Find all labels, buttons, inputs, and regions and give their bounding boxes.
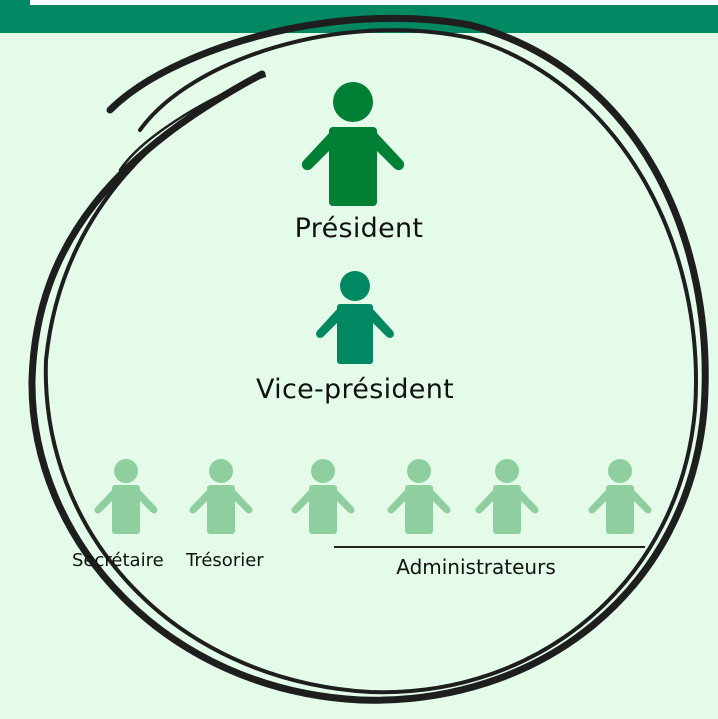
header-bar-highlight (30, 0, 718, 5)
vice-president-person-icon (316, 271, 394, 364)
administrator-person-icon (475, 459, 539, 534)
administrator-person-icon (291, 459, 355, 534)
treasurer-label: Trésorier (186, 550, 264, 571)
president-person-icon (301, 82, 405, 206)
secretary-label: Secrétaire (72, 550, 164, 571)
administrators-bracket-line (334, 546, 645, 548)
president-label: Président (294, 213, 424, 244)
administrator-person-icon (588, 459, 652, 534)
treasurer-person-icon (189, 459, 253, 534)
administrator-person-icon (387, 459, 451, 534)
secretary-person-icon (94, 459, 158, 534)
vice-president-label: Vice-président (255, 374, 455, 405)
administrators-label: Administrateurs (396, 555, 556, 579)
